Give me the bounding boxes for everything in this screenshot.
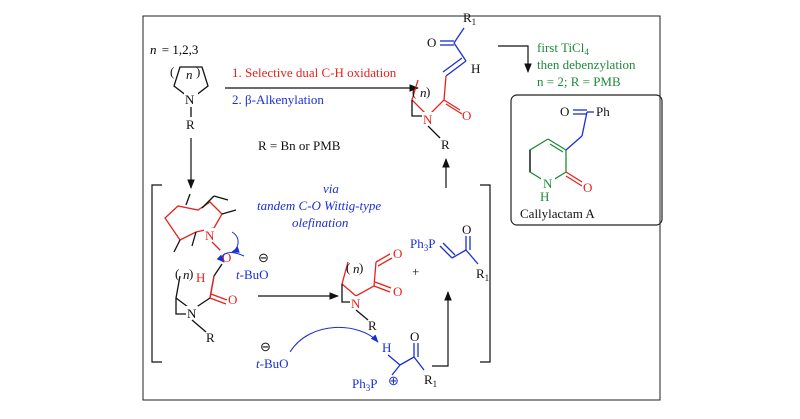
step1-text: 1. Selective dual C-H oxidation [232, 65, 397, 80]
salt-h: H [382, 340, 391, 355]
ketone-oxygen: O [560, 104, 569, 119]
minus-upper: ⊖ [258, 250, 269, 265]
adduct-n: n [183, 267, 190, 282]
r-definition: R = Bn or PMB [258, 138, 341, 153]
nitrogen-label: N [185, 92, 195, 107]
right-bracket [480, 184, 491, 363]
tbuo-lower: t-BuO [256, 356, 289, 371]
acyl-r1: R1 [463, 10, 476, 27]
callylactam-structure: O Ph O N H Callylactam A [520, 104, 610, 221]
product-nitrogen: N [423, 112, 433, 127]
ylide-r1: R1 [476, 266, 489, 283]
tandem-text: tandem C-O Wittig-type [257, 198, 381, 213]
callylactam-label: Callylactam A [520, 206, 595, 221]
callylactam-box [510, 94, 663, 226]
adduct-h: H [196, 270, 205, 285]
callylactam-h: H [540, 189, 549, 204]
product-r: R [441, 137, 450, 152]
svg-text:(: ( [175, 266, 179, 281]
ticl4-text: first TiCl4 [537, 40, 589, 57]
salt-oxygen: O [410, 329, 419, 344]
step2-text: 2. β-Alkenylation [232, 92, 324, 107]
arrow-salt-to-ylide [432, 291, 452, 367]
ylide-oxygen: O [462, 222, 471, 237]
left-bracket [151, 184, 162, 363]
n-values-label: n = 1,2,3 [150, 42, 198, 57]
phosphorus-ylide: Ph3P O R1 [410, 222, 489, 283]
dione-r: R [368, 318, 377, 333]
tempo-adduct: N O ( n ) H O N R [164, 193, 240, 345]
tempo-nitrogen: N [205, 228, 215, 243]
dione-nitrogen: N [351, 296, 361, 311]
tbuo-upper: t-BuO [236, 267, 269, 282]
outer-frame [142, 15, 661, 401]
n2-pmb-text: n = 2; R = PMB [537, 74, 621, 89]
arrow-to-callylactam [498, 45, 532, 73]
tempo-oxygen: O [222, 250, 231, 265]
lactam-oxygen: O [462, 108, 471, 123]
acyl-oxygen: O [427, 35, 436, 50]
ring-paren: ( [412, 84, 416, 99]
salt-ph3p: Ph3P [352, 376, 377, 393]
phosphonium-salt: t-BuO ⊖ H O R1 Ph3P ⊕ [256, 326, 437, 393]
adduct-nitrogen: N [187, 306, 197, 321]
pyrrolidinedione: ( n ) O O N R [341, 246, 402, 333]
paren-close: ) [196, 64, 200, 79]
salt-r1: R1 [424, 372, 437, 389]
adduct-carbonyl-o: O [228, 292, 237, 307]
svg-text:): ) [359, 260, 363, 275]
alkenylated-lactam: O R1 H ( n ) O N R [411, 10, 480, 152]
callylactam-oxygen: O [583, 180, 592, 195]
svg-text:): ) [189, 266, 193, 281]
callylactam-n: N [543, 176, 553, 191]
adduct-r: R [206, 330, 215, 345]
minus-lower: ⊖ [260, 339, 271, 354]
via-text: via [323, 181, 339, 196]
ring-size-n: n [186, 67, 193, 82]
ylide-ph3p: Ph3P [410, 236, 435, 253]
product-n: n [420, 85, 427, 100]
svg-text:): ) [426, 84, 430, 99]
dione-oxygen-2: O [393, 284, 402, 299]
starting-pyrrolidine: n = 1,2,3 n ( ) N R [150, 42, 209, 132]
paren-open: ( [170, 64, 174, 79]
dione-oxygen-1: O [393, 246, 402, 261]
plus-sign: + [412, 264, 419, 279]
r-label: R [186, 117, 195, 132]
phenyl-label: Ph [596, 104, 610, 119]
vinyl-h: H [471, 61, 480, 76]
plus-circle: ⊕ [388, 373, 399, 388]
svg-text:(: ( [346, 260, 350, 275]
debenzylation-text: then debenzylation [537, 57, 636, 72]
dione-n: n [353, 261, 360, 276]
olefination-text: olefination [292, 215, 348, 230]
